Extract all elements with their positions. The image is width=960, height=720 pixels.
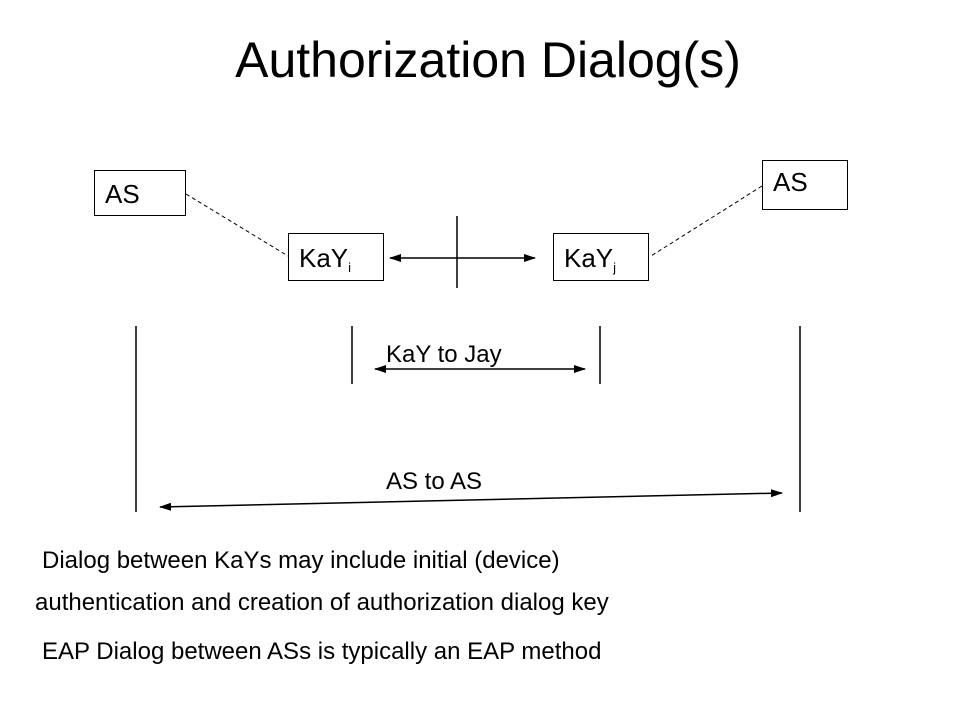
as-left-label: AS — [105, 179, 140, 209]
kay-j-label: KaY — [564, 243, 614, 273]
note-line-2: authentication and creation of authoriza… — [35, 589, 609, 616]
note-line-1: Dialog between KaYs may include initial … — [42, 547, 560, 574]
kay-i-subscript: i — [348, 260, 352, 275]
kay-j-subscript: j — [613, 260, 617, 275]
slide-title: Authorization Dialog(s) — [235, 32, 741, 88]
dashed-connector-right — [650, 185, 763, 257]
kay-i-label: KaY — [299, 243, 349, 273]
note-line-3: EAP Dialog between ASs is typically an E… — [42, 638, 602, 665]
as-left-box: AS — [94, 170, 186, 216]
as-to-as-arrow — [159, 489, 783, 511]
as-to-as-label: AS to AS — [386, 468, 483, 495]
kay-to-jay-label: KaY to Jay — [386, 341, 502, 368]
kay-j-box: KaYj — [553, 233, 649, 281]
dashed-connector-left — [185, 193, 289, 257]
as-right-label: AS — [773, 167, 808, 197]
as-right-box: AS — [762, 160, 848, 210]
kay-i-box: KaYi — [288, 233, 384, 281]
